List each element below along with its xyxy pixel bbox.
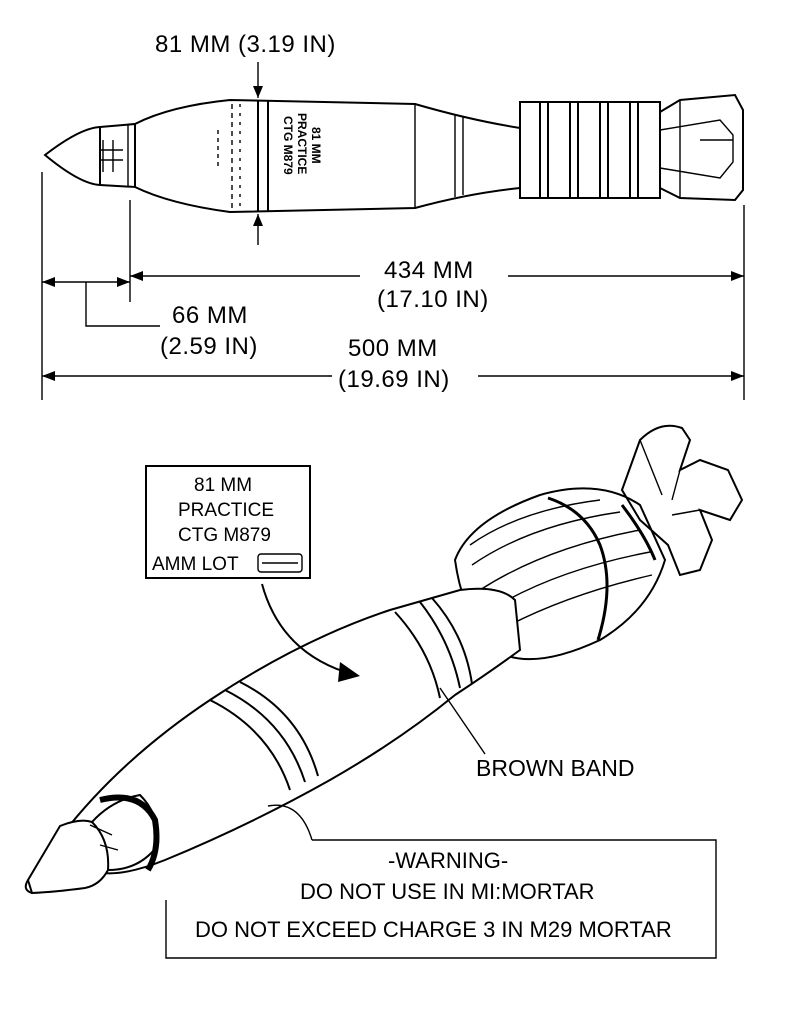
marking-box-line-3: CTG M879 <box>178 525 271 546</box>
side-view-cartridge <box>43 93 744 214</box>
iso-bourrelet <box>209 699 291 791</box>
dimension-nose-length: 66 MM (2.59 IN) <box>42 277 258 360</box>
body-top <box>134 98 521 129</box>
marking-box-line-1: 81 MM <box>194 475 252 496</box>
boom-increments <box>519 101 661 199</box>
fuze-collar <box>99 122 136 189</box>
dimension-body-length: 434 MM (17.10 IN) <box>130 257 744 313</box>
brown-band-label: BROWN BAND <box>476 755 634 781</box>
side-marking-line-3: CTG M879 <box>281 116 295 175</box>
nose-length-in: (2.59 IN) <box>160 333 258 360</box>
lot-number-blank <box>257 553 303 573</box>
total-length-mm: 500 MM <box>348 335 438 362</box>
marking-box-frame <box>145 465 311 579</box>
marking-pointer-arrow <box>261 583 346 673</box>
diameter-dimension: 81 MM (3.19 IN) <box>155 31 336 245</box>
side-marking-line-1: 81 MM <box>309 127 323 164</box>
side-view-marking: 81 MM PRACTICE CTG M879 <box>281 113 323 175</box>
iso-nose-fuze <box>26 819 110 895</box>
dimension-total-length: 500 MM (19.69 IN) <box>42 335 744 393</box>
iso-body <box>60 587 522 875</box>
iso-view-cartridge <box>24 424 744 895</box>
warning-pointer <box>267 804 313 841</box>
nose-length-mm: 66 MM <box>172 302 248 329</box>
body-length-mm: 434 MM <box>384 257 474 284</box>
warning-title: -WARNING- <box>388 848 508 873</box>
diameter-label: 81 MM (3.19 IN) <box>155 31 336 58</box>
warning-line-2: DO NOT EXCEED CHARGE 3 IN M29 MORTAR <box>195 917 672 942</box>
marking-box-line-2: PRACTICE <box>178 500 274 521</box>
iso-marking-box: 81 MM PRACTICE CTG M879 AMM LOT <box>145 465 360 682</box>
warning-callout: -WARNING- DO NOT USE IN MI:MORTAR DO NOT… <box>165 804 717 959</box>
nose-fuze <box>43 125 101 187</box>
brown-band-callout: BROWN BAND <box>439 687 634 781</box>
side-marking-line-2: PRACTICE <box>295 113 309 174</box>
body-length-in: (17.10 IN) <box>377 286 489 313</box>
marking-box-line-4: AMM LOT <box>152 554 239 575</box>
total-length-in: (19.69 IN) <box>338 366 450 393</box>
tail-fins <box>659 93 744 202</box>
warning-line-1: DO NOT USE IN MI:MORTAR <box>300 879 595 904</box>
body-bottom <box>134 186 521 214</box>
iso-tail-fins <box>620 424 744 577</box>
